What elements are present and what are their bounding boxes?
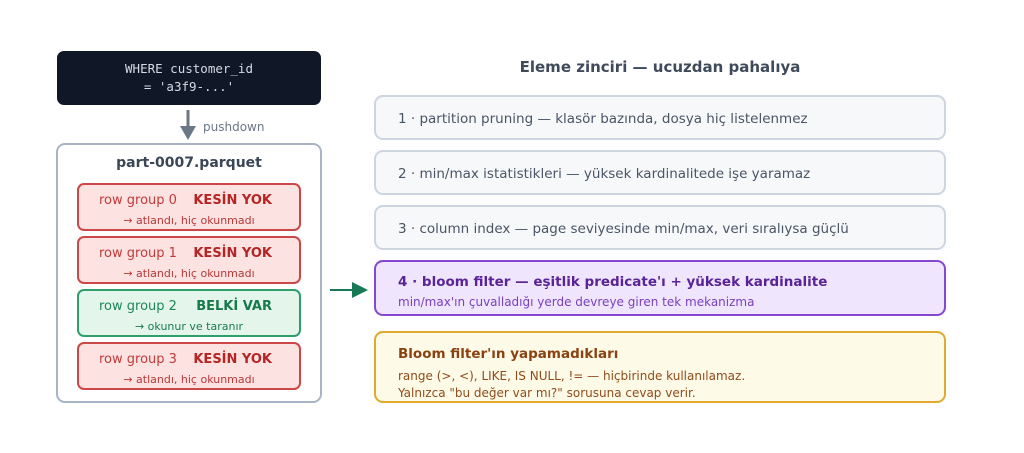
row-group-3: row group 3 KESİN YOK → atlandı, hiç oku…	[77, 342, 301, 390]
chain-step-1: 1 · partition pruning — klasör bazında, …	[374, 95, 946, 140]
chain-step-4-highlighted: 4 · bloom filter — eşitlik predicate'ı +…	[374, 260, 946, 316]
row-group-2: row group 2 BELKİ VAR → okunur ve taranı…	[77, 289, 301, 337]
chain-step-2: 2 · min/max istatistikleri — yüksek kard…	[374, 150, 946, 195]
limitations-line-1: range (>, <), LIKE, IS NULL, != — hiçbir…	[398, 369, 746, 383]
row-group-label: row group 2	[99, 299, 177, 314]
connector-arrow-icon	[330, 282, 368, 298]
query-line-2: = 'a3f9-...'	[143, 79, 235, 94]
row-group-0: row group 0 KESİN YOK → atlandı, hiç oku…	[77, 183, 301, 231]
pushdown-label: pushdown	[203, 120, 265, 134]
chain-title: Eleme zinciri — ucuzdan pahalıya	[519, 58, 801, 76]
chain-step-3: 3 · column index — page seviyesinde min/…	[374, 205, 946, 250]
row-group-note: → atlandı, hiç okunmadı	[123, 373, 255, 386]
row-group-verdict: KESİN YOK	[193, 246, 272, 261]
row-group-label: row group 3	[99, 352, 177, 367]
query-line-1: WHERE customer_id	[125, 61, 253, 76]
chain-step-subtext: min/max'ın çuvalladığı yerde devreye gir…	[398, 295, 755, 309]
row-group-note: → atlandı, hiç okunmadı	[123, 267, 255, 280]
chain-step-text: 4 · bloom filter — eşitlik predicate'ı +…	[398, 274, 828, 290]
bloom-limitations-box: Bloom filter'ın yapamadıkları range (>, …	[374, 331, 946, 403]
limitations-line-2: Yalnızca "bu değer var mı?" sorusuna cev…	[398, 386, 696, 400]
row-group-verdict: KESİN YOK	[193, 352, 272, 367]
parquet-file-title: part-0007.parquet	[116, 155, 262, 171]
row-group-verdict: KESİN YOK	[193, 193, 272, 208]
row-group-label: row group 1	[99, 246, 177, 261]
chain-step-text: 1 · partition pruning — klasör bazında, …	[398, 111, 808, 127]
row-group-note: → okunur ve taranır	[134, 320, 244, 333]
row-group-verdict: BELKİ VAR	[196, 299, 272, 314]
limitations-title: Bloom filter'ın yapamadıkları	[398, 346, 619, 362]
chain-step-text: 2 · min/max istatistikleri — yüksek kard…	[398, 166, 811, 182]
row-group-1: row group 1 KESİN YOK → atlandı, hiç oku…	[77, 236, 301, 284]
pushdown-arrow-icon	[180, 110, 196, 140]
query-box: WHERE customer_id = 'a3f9-...'	[57, 51, 321, 105]
chain-step-text: 3 · column index — page seviyesinde min/…	[398, 221, 849, 237]
row-group-note: → atlandı, hiç okunmadı	[123, 214, 255, 227]
row-group-label: row group 0	[99, 193, 177, 208]
